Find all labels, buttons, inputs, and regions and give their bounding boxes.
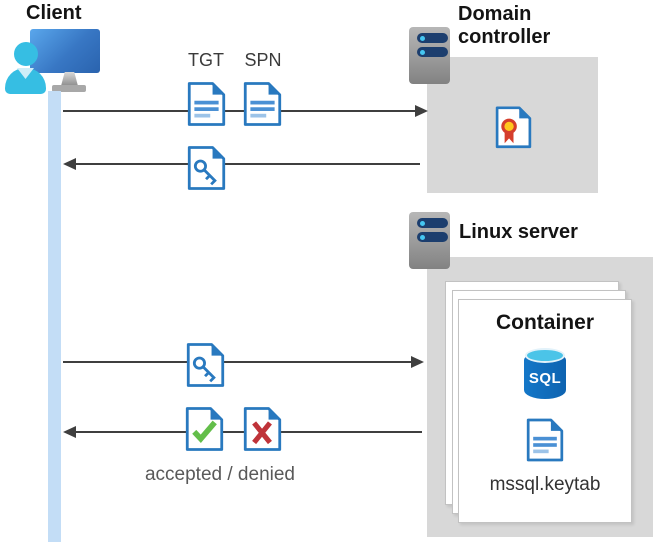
monitor-icon [30, 29, 100, 73]
container-label: Container [495, 311, 594, 334]
client-lifeline [48, 91, 61, 542]
certificate-icon [494, 106, 533, 154]
accepted-icon [184, 406, 225, 452]
user-icon [14, 42, 38, 66]
client-label: Client [26, 2, 82, 24]
server-slot-icon [417, 232, 448, 242]
arrowhead-left-icon [63, 158, 76, 170]
spn-label: SPN [244, 50, 282, 70]
monitor-stand-base-icon [52, 85, 86, 92]
user-collar-icon [17, 68, 34, 79]
keytab-file-icon [525, 415, 565, 465]
server-slot-icon [417, 218, 448, 228]
arrow-client-to-dc [63, 103, 428, 119]
keytab-file-label: mssql.keytab [489, 474, 601, 495]
domain-controller-server-icon [409, 27, 450, 84]
arrowhead-left-icon [63, 426, 76, 438]
denied-icon [242, 406, 283, 452]
arrow-dc-to-client [63, 156, 420, 172]
arrowhead-right-icon [415, 105, 428, 117]
tgt-ticket-icon [186, 81, 227, 127]
arrowhead-right-icon [411, 356, 424, 368]
accepted-denied-label: accepted / denied [144, 464, 295, 485]
server-slot-icon [417, 33, 448, 43]
tgt-label: TGT [188, 50, 224, 70]
spn-ticket-icon [242, 81, 283, 127]
monitor-stand-icon [61, 72, 78, 86]
key-ticket-icon [185, 342, 226, 388]
container-card [458, 299, 632, 523]
key-ticket-icon [186, 145, 227, 191]
server-slot-icon [417, 47, 448, 57]
linux-server-icon [409, 212, 450, 269]
sql-database-icon: SQL [524, 348, 566, 399]
domain-controller-label: Domain controller [458, 3, 551, 48]
linux-server-label: Linux server [459, 221, 578, 243]
sql-database-label: SQL [528, 370, 562, 387]
arrow-client-to-linux [63, 354, 424, 370]
